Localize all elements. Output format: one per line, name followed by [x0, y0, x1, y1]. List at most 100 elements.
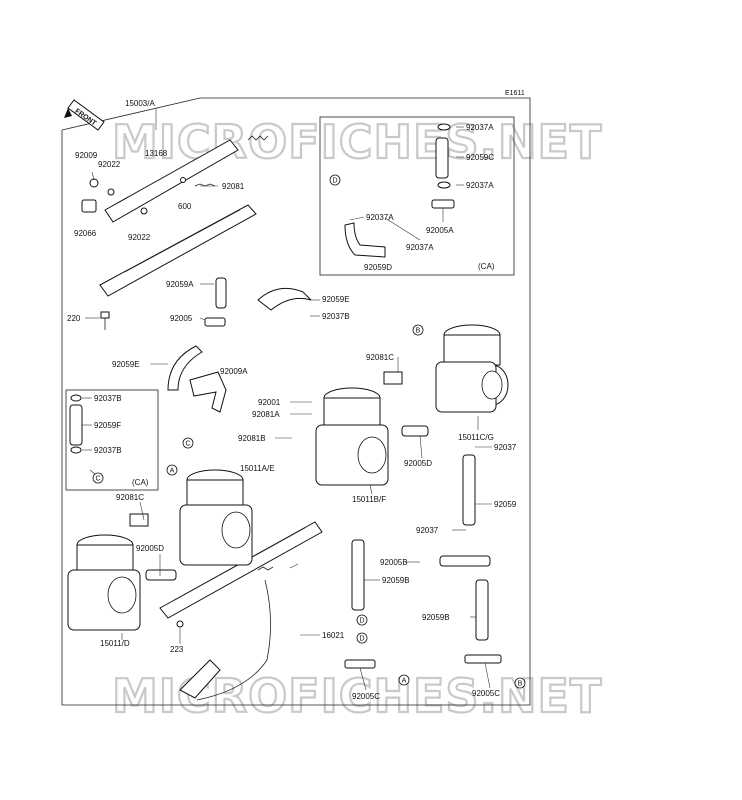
- bolt-220: [100, 311, 110, 330]
- hose-r92059D: [344, 222, 386, 258]
- part-600: [180, 177, 186, 183]
- fitting-r92005A: [431, 199, 455, 209]
- cap-92066: [81, 199, 97, 213]
- label-92001: 92001: [258, 398, 281, 407]
- carburetor-15011D: [67, 534, 141, 631]
- hose-i92059F: [69, 404, 83, 446]
- spring-92081C-left: [129, 513, 149, 527]
- label-600: 600: [178, 202, 192, 211]
- label-r92059C: 92059C: [466, 153, 494, 162]
- fitting-92005C-mid: [344, 659, 376, 669]
- label-i92037B-1: 92037B: [94, 394, 122, 403]
- ref-marker-A-mid: A: [166, 464, 178, 476]
- label-92009: 92009: [75, 151, 98, 160]
- main-frame: [61, 97, 531, 706]
- label-223: 223: [170, 645, 184, 654]
- label-r92005A: 92005A: [426, 226, 454, 235]
- pipe-92005D-mid: [401, 425, 429, 437]
- watermark-top: MICROFICHES.NET: [112, 115, 602, 169]
- label-92005D-mid: 92005D: [404, 459, 432, 468]
- svg-text:B: B: [518, 681, 523, 688]
- label-92081C-left: 92081C: [116, 493, 144, 502]
- label-16021: 16021: [322, 631, 345, 640]
- label-15011CG: 15011C/G: [458, 433, 494, 442]
- clip-r92037A-2: [437, 181, 451, 189]
- front-arrow-icon: FRONT: [64, 99, 105, 131]
- inset-left-box: [65, 389, 159, 491]
- carburetor-15011CG: [435, 324, 509, 413]
- label-92081A: 92081A: [252, 410, 280, 419]
- label-r92037A-3: 92037A: [366, 213, 394, 222]
- spring-92081C-mid: [383, 371, 403, 385]
- svg-text:C: C: [95, 476, 100, 483]
- leader-lines: [82, 108, 492, 691]
- label-92005C-right: 92005C: [472, 689, 500, 698]
- hose-92059E-left: [167, 345, 203, 391]
- svg-text:A: A: [170, 468, 175, 475]
- label-13168: 13168: [145, 149, 168, 158]
- label-92009A: 92009A: [220, 367, 248, 376]
- label-92005C-mid: 92005C: [352, 692, 380, 701]
- svg-text:A: A: [402, 678, 407, 685]
- svg-text:D: D: [332, 178, 337, 185]
- hose-92059B-mid: [351, 539, 365, 611]
- label-92037-right2: 92037: [416, 526, 439, 535]
- hose-92059: [462, 454, 476, 526]
- ref-marker-D-1: D: [356, 614, 368, 626]
- throttle-cable-16021: [179, 566, 274, 701]
- label-92081: 92081: [222, 182, 245, 191]
- ref-marker-D-2: D: [356, 632, 368, 644]
- label-92081B: 92081B: [238, 434, 266, 443]
- label-92059E-left: 92059E: [112, 360, 140, 369]
- label-92059B-right: 92059B: [422, 613, 450, 622]
- fitting-92005C-right: [464, 654, 502, 664]
- inset-right-box: [319, 116, 515, 276]
- ref-marker-C-mid: C: [182, 437, 194, 449]
- pipe-92005D-left: [145, 569, 177, 581]
- label-r92037A-2: 92037A: [466, 181, 494, 190]
- label-92022-b: 92022: [128, 233, 151, 242]
- svg-text:B: B: [416, 328, 421, 335]
- label-92022-a: 92022: [98, 160, 121, 169]
- label-92059A: 92059A: [166, 280, 194, 289]
- label-r92037A-1: 92037A: [466, 123, 494, 132]
- spring-icon: [247, 135, 269, 141]
- inset-right-tag: (CA): [478, 262, 495, 271]
- svg-text:D: D: [359, 618, 364, 625]
- bracket-92009A: [189, 371, 227, 413]
- label-92005D-left: 92005D: [136, 544, 164, 553]
- clip-i92037B-2: [70, 446, 82, 454]
- label-r92059D: 92059D: [364, 263, 392, 272]
- fitting-92005: [204, 317, 226, 327]
- label-i92059F: 92059F: [94, 421, 121, 430]
- screw-92009: [89, 178, 99, 188]
- fitting-92005B: [439, 555, 491, 567]
- label-15011BF: 15011B/F: [352, 495, 386, 504]
- label-92081C-mid: 92081C: [366, 353, 394, 362]
- washer-92022b: [140, 207, 148, 215]
- clip-r92037A-1: [437, 123, 451, 131]
- hose-92059E-top: [257, 287, 312, 311]
- washer-92022a: [107, 188, 115, 196]
- ref-marker-A-bottom: A: [398, 674, 410, 686]
- hose-92059B-right: [475, 579, 489, 641]
- label-15011D: 15011/D: [100, 639, 130, 648]
- inset-left-tag: (CA): [132, 478, 149, 487]
- svg-text:D: D: [359, 636, 364, 643]
- label-92037-right: 92037: [494, 443, 517, 452]
- label-15003A: 15003/A: [125, 99, 155, 108]
- clip-i92037B-1: [70, 394, 82, 402]
- svg-text:C: C: [185, 441, 190, 448]
- label-15011AE: 15011A/E: [240, 464, 275, 473]
- ref-marker-C-inset: C: [92, 472, 104, 484]
- upper-bracket: [99, 139, 257, 297]
- hose-92059A: [215, 277, 227, 309]
- label-220: 220: [67, 314, 81, 323]
- screw-223: [176, 620, 184, 628]
- label-92059E-top: 92059E: [322, 295, 350, 304]
- diagram-code: E1611: [505, 90, 525, 97]
- hose-r92059C: [435, 137, 449, 179]
- ref-marker-B-top: B: [412, 324, 424, 336]
- label-92005: 92005: [170, 314, 193, 323]
